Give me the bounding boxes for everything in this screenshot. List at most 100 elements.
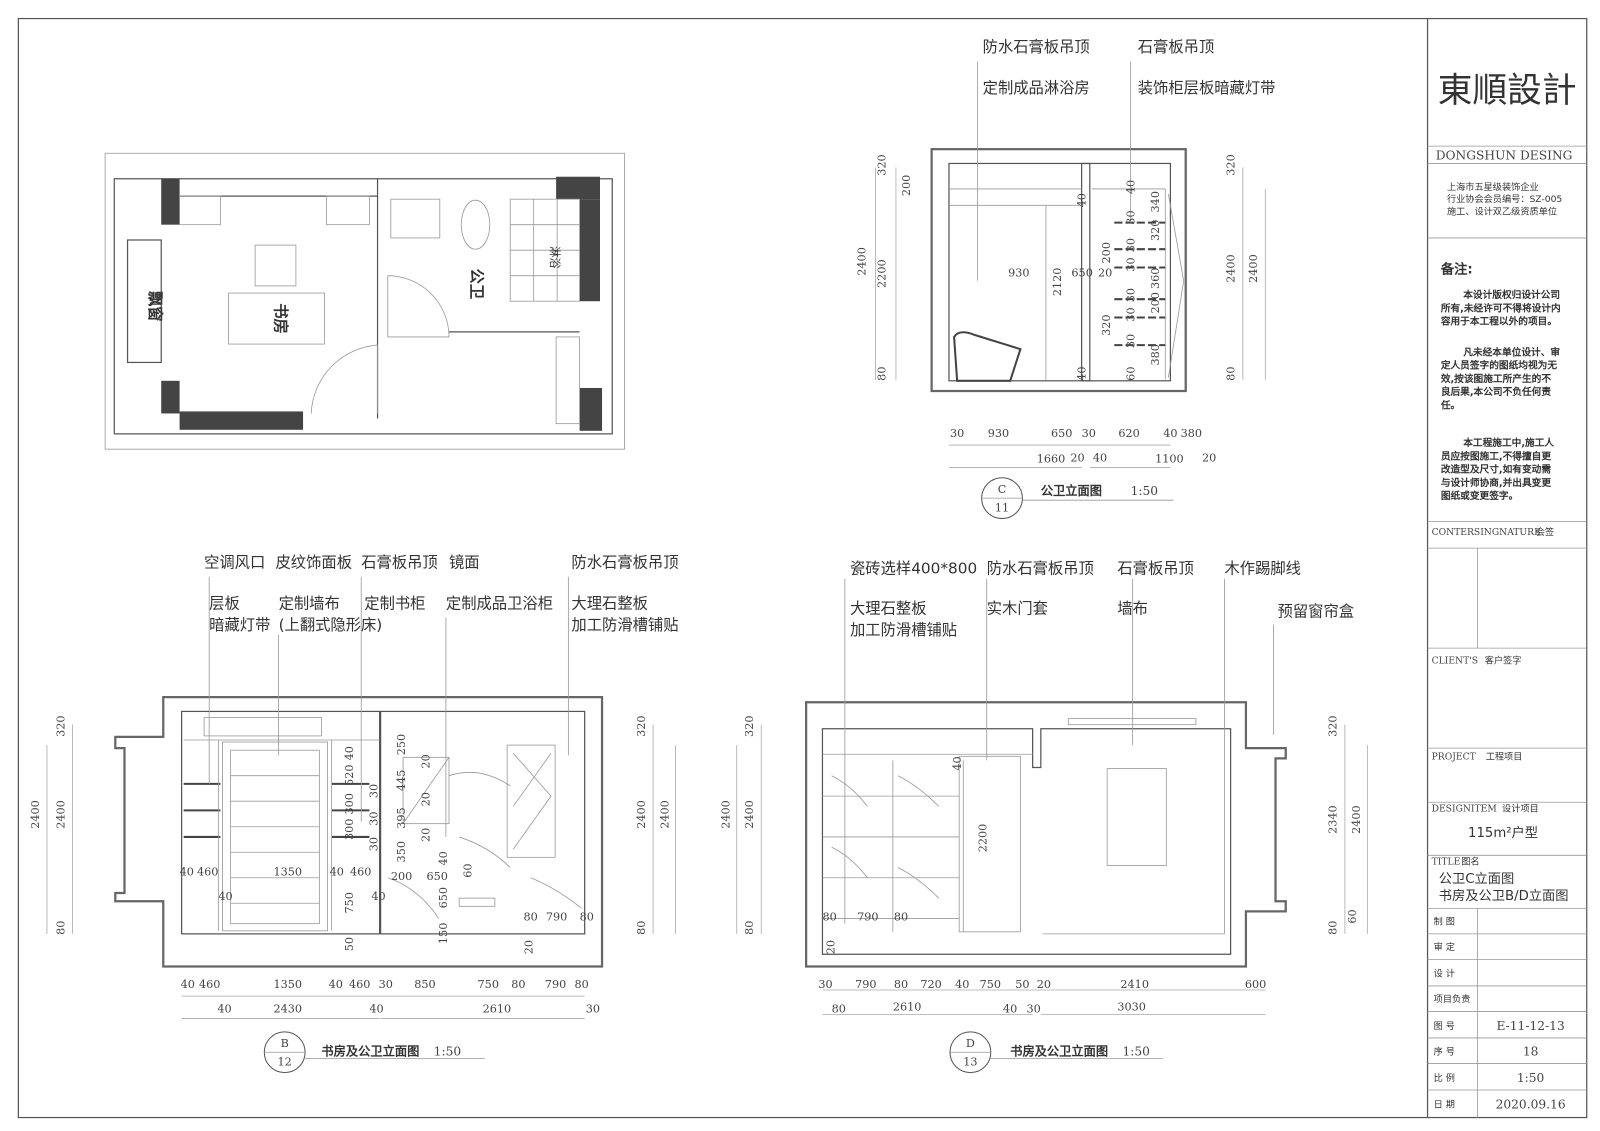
sheet-border <box>17 17 1588 1119</box>
dimension-label: 60 <box>1346 909 1359 923</box>
callout-label: 防水石膏板吊顶 <box>987 560 1094 578</box>
note-line: 凡未经本单位设计、审 <box>1463 345 1560 358</box>
title-row-value: 1:50 <box>1517 1071 1544 1085</box>
dimension-label: 80 <box>54 921 67 935</box>
callout-label: 石膏板吊顶 <box>1117 560 1194 578</box>
title-label-cn: 图名 <box>1461 855 1479 867</box>
designitem-value: 115m²户型 <box>1468 824 1538 841</box>
plan-label-study: 书房 <box>272 303 290 334</box>
elevation-d-drawing <box>736 578 1368 1074</box>
elevation-b-drawing <box>46 576 676 1074</box>
dimension-label: 30 <box>1027 1002 1041 1015</box>
dimension-label: 750 <box>478 978 499 991</box>
elevation-scale: 1:50 <box>1131 484 1158 498</box>
note-line: 图纸或变更签字。 <box>1441 489 1519 502</box>
plan-label-bathroom: 公卫 <box>467 269 485 300</box>
dimension-label: 40 <box>1093 451 1107 464</box>
dimension-label: 40 <box>181 978 195 991</box>
dimension-label: 395 <box>395 807 408 828</box>
callout-label: 墙布 <box>1117 599 1148 617</box>
dimension-label: 40 <box>1003 1002 1017 1015</box>
dimension-label: 40 <box>1125 180 1138 194</box>
plan-label-shower: 淋浴 <box>548 246 561 268</box>
client-label-cn: 客户签字 <box>1485 654 1522 666</box>
callout-label: 定制成品卫浴柜 <box>446 594 553 612</box>
project-label: PROJECT <box>1432 751 1477 762</box>
elevation-scale: 1:50 <box>434 1044 461 1058</box>
toilet-icon <box>953 331 1022 382</box>
dimension-label: 30 <box>950 427 964 440</box>
dimension-label: 20 <box>420 828 433 842</box>
dimension-label: 50 <box>343 937 356 951</box>
dimension-label: 1660 <box>1037 452 1066 465</box>
title-row-value: 18 <box>1523 1044 1539 1058</box>
dimension-label: 2400 <box>1225 254 1238 283</box>
company-info-line: 上海市五星级装饰企业 <box>1447 181 1539 193</box>
dimension-label: 2610 <box>483 1002 512 1015</box>
company-info-line: 行业协会会员编号：SZ-005 <box>1447 193 1562 205</box>
dimension-label: 320 <box>1327 716 1340 737</box>
dimension-label: 790 <box>546 911 567 924</box>
note-line: 与设计师协商,并出具变更 <box>1441 476 1552 489</box>
dimension-label: 930 <box>1008 267 1029 280</box>
note-line: 任。 <box>1440 398 1460 411</box>
dimension-label: 30 <box>368 811 381 825</box>
dimension-label: 30 <box>368 837 381 851</box>
dimension-label: 80 <box>894 911 908 924</box>
dimension-label: 750 <box>980 978 1001 991</box>
dimension-label: 790 <box>857 911 878 924</box>
dimension-label: 40 <box>369 1002 383 1015</box>
title-row-value: 2020.09.16 <box>1496 1097 1566 1111</box>
dimension-label: 80 <box>832 1002 846 1015</box>
dimension-label: 40 <box>955 978 969 991</box>
dimension-label: 80 <box>580 911 594 924</box>
dimension-label: 60 <box>1125 367 1138 381</box>
elevation-scale: 1:50 <box>1122 1044 1149 1058</box>
title-row-value: E-11-12-13 <box>1496 1019 1564 1033</box>
dimension-label: 40 <box>1076 193 1089 207</box>
callout-label: 加工防滑槽铺贴 <box>571 616 678 634</box>
dimension-label: 340 <box>1149 191 1162 212</box>
dimension-label: 30 <box>1082 427 1096 440</box>
dimension-label: 350 <box>395 841 408 862</box>
dimension-label: 30 <box>1125 210 1138 224</box>
callout-label: 实木门套 <box>987 599 1048 617</box>
elevation-c-drawing <box>875 61 1266 520</box>
drawing-title-line: 公卫C立面图 <box>1439 871 1515 887</box>
plan-label-bay-window: 飘窗 <box>146 291 164 322</box>
dimension-label: 80 <box>511 978 525 991</box>
dimension-label: 2400 <box>1350 805 1363 834</box>
callout-label: 空调风口 <box>204 554 265 572</box>
callout-label: 定制墙布 <box>279 594 340 612</box>
dimension-label: 20 <box>523 940 536 954</box>
title-row-label: 日 期 <box>1434 1099 1455 1110</box>
dimension-label: 2400 <box>743 800 756 829</box>
title-row-label: 序 号 <box>1434 1045 1455 1057</box>
dimension-label: 520 <box>343 764 356 785</box>
dimension-label: 40 <box>329 978 343 991</box>
title-row-label: 比 例 <box>1434 1072 1455 1084</box>
callout-label: 暗藏灯带 <box>209 616 270 634</box>
dimension-label: 30 <box>1125 257 1138 271</box>
dimension-label: 930 <box>988 427 1009 440</box>
dimension-label: 80 <box>876 367 889 381</box>
dimension-label: 380 <box>1149 344 1162 365</box>
dimension-label: 790 <box>545 978 566 991</box>
dimension-label: 2340 <box>1327 805 1340 834</box>
dimension-label: 2400 <box>1247 254 1260 283</box>
dimension-label: 40 <box>951 756 964 770</box>
dimension-label: 30 <box>586 1002 600 1015</box>
dimension-label: 300 <box>343 793 356 814</box>
dimension-label: 200 <box>391 870 412 883</box>
dimension-label: 360 <box>1149 268 1162 289</box>
callout-label: 石膏板吊顶 <box>1138 38 1215 56</box>
note-line: 定人员签字的图纸均视为无 <box>1441 359 1558 372</box>
drawing-title-line: 书房及公卫B/D立面图 <box>1439 888 1569 904</box>
dimension-label: 2200 <box>876 259 889 288</box>
dimension-label: 320 <box>54 716 67 737</box>
dimension-label: 460 <box>197 866 218 879</box>
designitem-label-cn: 设计项目 <box>1502 802 1539 814</box>
title-row-label: 设 计 <box>1434 968 1455 980</box>
